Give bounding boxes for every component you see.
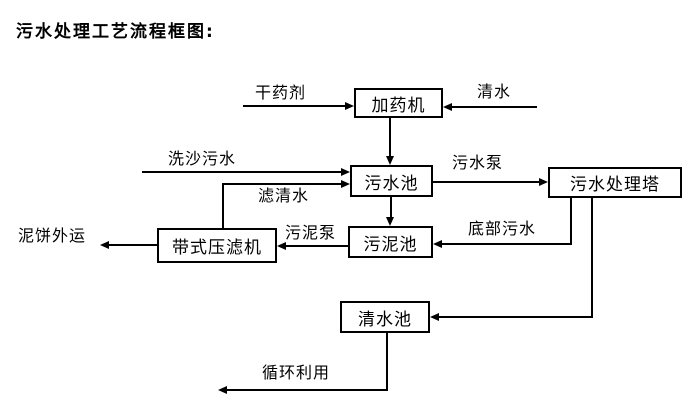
arrowhead-into-clean-pool [430,313,439,321]
node-sludge-pool: 污泥池 [348,226,433,258]
label-mud-cake-out: 泥饼外运 [18,226,87,245]
node-treatment-tower: 污水处理塔 [548,167,682,198]
line-filtered-water-horizontal [222,183,341,185]
node-clean-water-pool-label: 清水池 [358,309,412,330]
arrowhead-recycle-use [218,386,227,394]
node-clean-water-pool: 清水池 [340,301,430,333]
line-mud-cake-out [109,244,157,246]
line-filtered-water-vertical [222,183,224,228]
node-belt-filter-press: 带式压滤机 [157,228,277,263]
line-tower-to-clean-vertical [591,198,593,318]
arrowhead-into-dosing-left [345,102,354,110]
line-recycle-horizontal [227,389,388,391]
label-dry-chemical: 干药剂 [255,83,307,102]
node-sewage-pool-label: 污水池 [364,173,419,194]
node-belt-filter-press-label: 带式压滤机 [172,238,262,258]
node-sludge-pool-label: 污泥池 [363,234,418,255]
line-dry-chemical [243,105,345,107]
line-clean-water [452,106,537,108]
line-sand-washing [142,171,341,173]
label-clean-water: 清水 [477,82,512,101]
node-dosing-machine: 加药机 [354,88,443,118]
node-sewage-pool: 污水池 [350,165,433,197]
arrowhead-into-tower [539,178,548,186]
line-sludge-pump [286,245,348,247]
arrowhead-into-sludge-right [433,240,442,248]
arrowhead-into-dosing-right [443,103,452,111]
node-treatment-tower-label: 污水处理塔 [570,175,660,195]
diagram-title: 污水处理工艺流程框图: [16,22,215,42]
arrowhead-mud-cake-out [100,241,109,249]
arrowhead-into-sludge-top [386,217,394,226]
arrowhead-sand-washing [341,168,350,176]
label-bottom-sewage: 底部污水 [468,219,537,238]
arrowhead-into-belt-press [277,242,286,250]
label-sewage-pump: 污水泵 [452,153,504,172]
label-recycle-use: 循环利用 [262,363,331,382]
line-bottom-sewage-vertical [570,198,572,245]
arrowhead-filtered-water [341,180,350,188]
label-sludge-pump: 污泥泵 [285,223,337,242]
line-dosing-to-sewage [389,118,391,156]
label-filtered-water: 滤清水 [258,186,310,205]
line-sewage-to-sludge [390,197,392,217]
label-sand-washing-sewage: 洗沙污水 [168,149,237,168]
line-sewage-pump [433,181,539,183]
line-recycle-vertical [386,333,388,391]
line-tower-to-clean-horizontal [439,316,593,318]
node-dosing-machine-label: 加药机 [371,95,426,116]
line-bottom-sewage-horizontal [442,243,572,245]
arrowhead-into-sewage-top [386,156,394,165]
